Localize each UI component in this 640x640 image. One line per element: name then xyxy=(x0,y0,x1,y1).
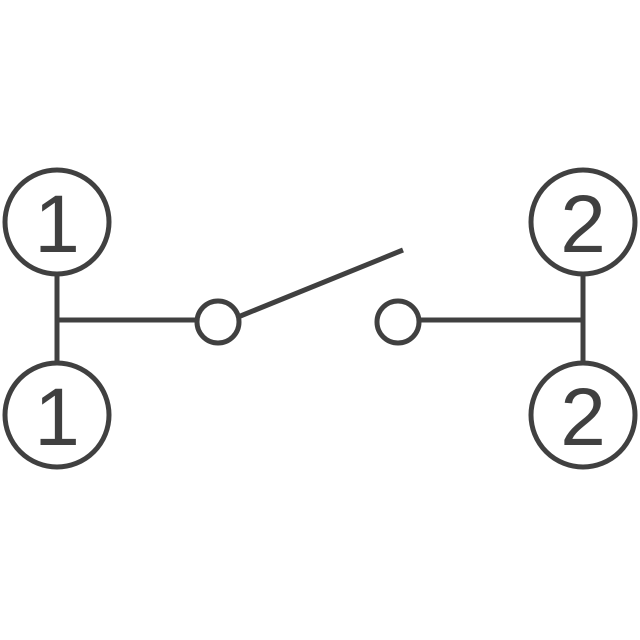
pin-label: 2 xyxy=(560,372,606,463)
switch-lever xyxy=(237,247,404,320)
pin-circle xyxy=(528,167,638,277)
pin-2-bottom: 2 xyxy=(528,360,638,470)
pin-label: 1 xyxy=(34,372,80,463)
pin-circle xyxy=(2,167,112,277)
pin-2-top: 2 xyxy=(528,167,638,277)
pin-circle xyxy=(528,360,638,470)
pin-1-top: 1 xyxy=(2,167,112,277)
terminal-right xyxy=(374,298,422,346)
terminal-left xyxy=(194,298,242,346)
pin-circle xyxy=(2,360,112,470)
pin-1-bottom: 1 xyxy=(2,360,112,470)
pin-label: 2 xyxy=(560,179,606,270)
pin-label: 1 xyxy=(34,179,80,270)
